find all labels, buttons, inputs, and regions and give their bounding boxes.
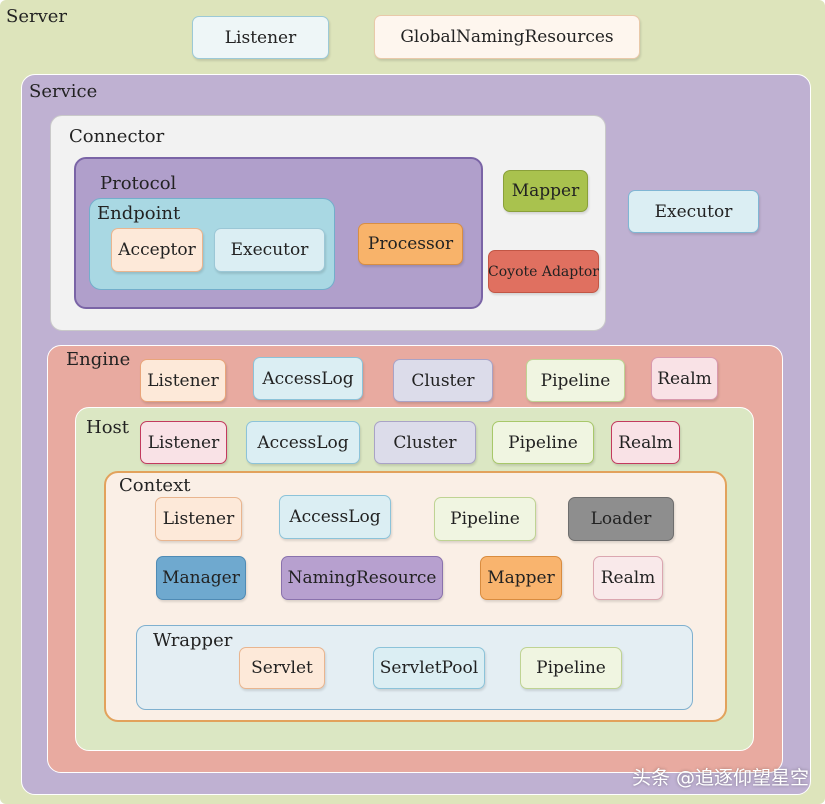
server-global-naming-resources-box: GlobalNamingResources — [374, 15, 640, 59]
endpoint-title: Endpoint — [97, 203, 181, 224]
engine-accesslog-box: AccessLog — [253, 357, 363, 400]
wrapper-pipeline-box: Pipeline — [520, 647, 622, 689]
engine-title: Engine — [66, 349, 131, 370]
host-accesslog-box: AccessLog — [246, 421, 360, 464]
engine-listener-box: Listener — [140, 359, 226, 402]
service-executor-box: Executor — [628, 190, 759, 233]
context-pipeline-box: Pipeline — [434, 497, 536, 541]
engine-cluster-box: Cluster — [393, 359, 493, 402]
context-namingresource-box: NamingResource — [281, 556, 443, 600]
engine-realm-box: Realm — [651, 357, 718, 400]
context-loader-box: Loader — [568, 497, 674, 541]
endpoint-executor-box: Executor — [214, 228, 325, 272]
context-manager-box: Manager — [156, 556, 246, 600]
wrapper-title: Wrapper — [153, 630, 233, 651]
host-title: Host — [86, 417, 130, 438]
server-title: Server — [6, 6, 68, 27]
connector-title: Connector — [69, 126, 165, 147]
wrapper-servletpool-box: ServletPool — [373, 647, 485, 689]
context-mapper-box: Mapper — [480, 556, 562, 600]
watermark: 头条 @追逐仰望星空 — [631, 767, 809, 789]
connector-coyote-adaptor-box: Coyote Adaptor — [488, 250, 599, 293]
connector-mapper-box: Mapper — [503, 170, 588, 212]
wrapper-servlet-box: Servlet — [239, 647, 325, 689]
context-title: Context — [119, 475, 191, 496]
service-title: Service — [29, 81, 98, 102]
protocol-title: Protocol — [100, 173, 177, 194]
context-accesslog-box: AccessLog — [279, 495, 391, 539]
context-listener-box: Listener — [155, 497, 242, 541]
host-listener-box: Listener — [140, 421, 227, 464]
endpoint-acceptor-box: Acceptor — [111, 228, 203, 272]
server-listener-box: Listener — [192, 16, 329, 59]
protocol-processor-box: Processor — [358, 223, 463, 265]
host-cluster-box: Cluster — [374, 421, 476, 464]
host-realm-box: Realm — [611, 421, 680, 464]
host-pipeline-box: Pipeline — [492, 421, 594, 464]
context-realm-box: Realm — [593, 556, 663, 600]
engine-pipeline-box: Pipeline — [526, 359, 625, 402]
